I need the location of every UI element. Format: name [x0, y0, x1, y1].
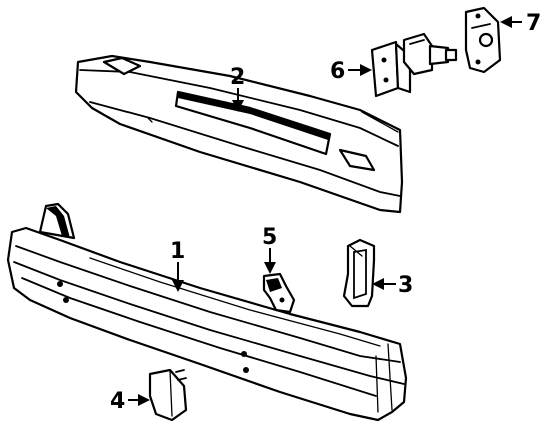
callout-2: 2 — [230, 65, 245, 90]
callout-1: 1 — [170, 239, 185, 264]
callout-5: 5 — [262, 225, 277, 250]
end-guard-part — [148, 368, 188, 422]
mounting-plate-part — [464, 6, 502, 74]
callout-7: 7 — [526, 11, 541, 36]
impact-absorber-part — [74, 54, 404, 214]
callout-4: 4 — [110, 389, 125, 414]
leader-lines — [128, 16, 522, 406]
retainer-clip-part — [262, 272, 296, 314]
side-bracket-part — [342, 238, 376, 308]
bumper-cover-part — [6, 202, 408, 422]
callout-3: 3 — [398, 273, 413, 298]
mounting-bracket-part — [370, 32, 458, 98]
callout-6: 6 — [330, 59, 345, 84]
